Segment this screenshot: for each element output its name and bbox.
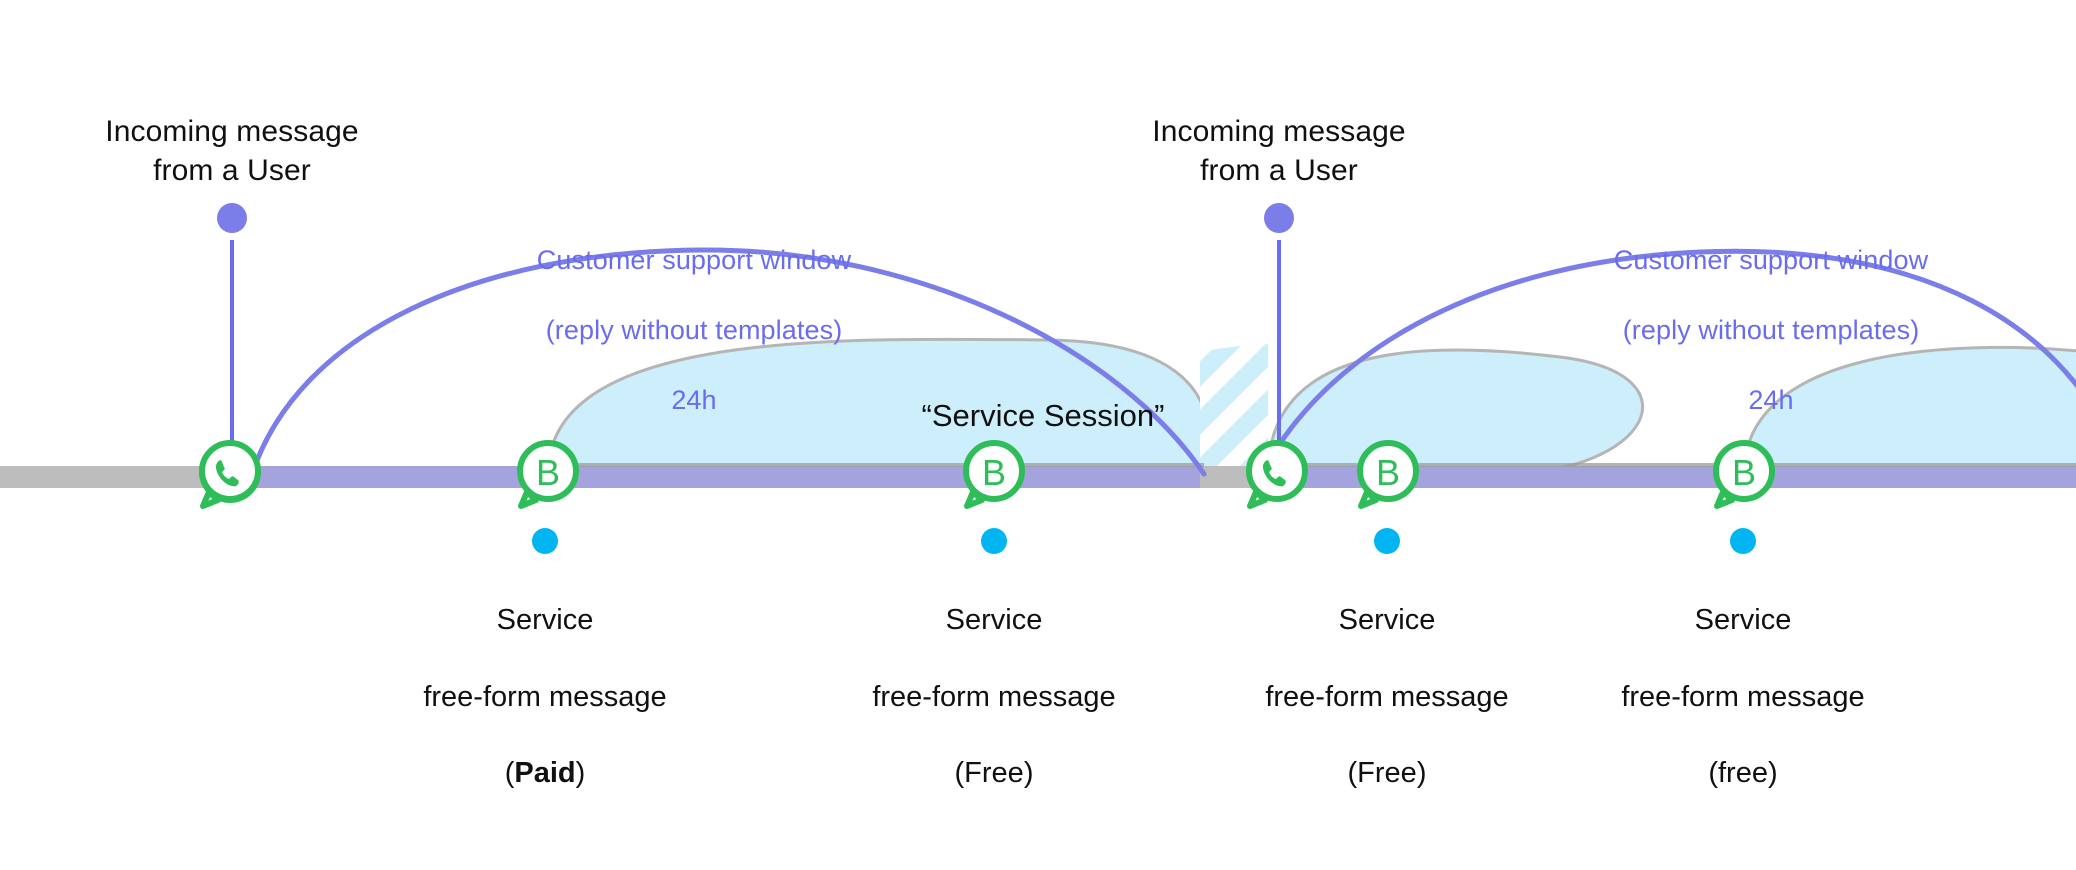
service-message-cost-value: Free	[964, 757, 1024, 790]
timeline-segment-purple-1	[228, 466, 1204, 488]
timeline-topline-1	[548, 463, 1204, 467]
whatsapp-icon[interactable]	[197, 440, 263, 510]
whatsapp-icon[interactable]	[1244, 440, 1310, 510]
svg-text:B: B	[982, 452, 1006, 493]
service-message-cost-value: free	[1718, 757, 1768, 790]
service-message-line1: Service	[496, 604, 594, 637]
svg-text:B: B	[1376, 452, 1400, 493]
whatsapp-business-icon[interactable]: B	[515, 440, 581, 510]
service-message-cost-value: Free	[1357, 757, 1417, 790]
support-window-arc-1	[249, 247, 1207, 477]
service-session-region-2	[1266, 348, 1644, 476]
service-session-label: “Service Session”	[921, 398, 1165, 433]
service-message-line2: free-form message	[423, 680, 667, 713]
timeline-segment-purple-2	[1272, 466, 2076, 488]
support-window-subtitle: (reply without templates)	[545, 315, 843, 346]
service-dot-2	[981, 528, 1007, 554]
whatsapp-business-icon[interactable]: B	[1711, 440, 1777, 510]
support-window-subtitle: (reply without templates)	[1622, 315, 1920, 346]
service-message-line1: Service	[1338, 604, 1436, 637]
service-message-label: Service free-form message (Paid)	[345, 563, 745, 831]
service-dot-4	[1730, 528, 1756, 554]
service-dot-1	[532, 528, 558, 554]
timeline-topline-2	[1268, 463, 2076, 467]
support-window-duration: 24h	[671, 385, 717, 416]
incoming-dot-1	[217, 203, 247, 233]
whatsapp-business-icon[interactable]: B	[1355, 440, 1421, 510]
svg-text:B: B	[1732, 452, 1756, 493]
whatsapp-business-icon[interactable]: B	[961, 440, 1027, 510]
service-message-label: Service free-form message (free)	[1543, 563, 1943, 831]
service-message-line2: free-form message	[872, 680, 1116, 713]
support-window-title: Customer support window	[1613, 245, 1929, 276]
service-message-line2: free-form message	[1265, 680, 1509, 713]
hatched-gap-region	[1200, 344, 1268, 474]
service-message-label: Service free-form message (Free)	[1187, 563, 1587, 831]
service-message-label: Service free-form message (Free)	[794, 563, 1194, 831]
service-message-cost: (Paid)	[504, 757, 586, 790]
support-window-label: Customer support window (reply without t…	[444, 208, 944, 454]
svg-text:B: B	[536, 452, 560, 493]
support-window-label: Customer support window (reply without t…	[1521, 208, 2021, 454]
support-window-duration: 24h	[1748, 385, 1794, 416]
service-dot-3	[1374, 528, 1400, 554]
timeline-segment-gray-left	[0, 466, 232, 488]
service-message-cost: (free)	[1708, 757, 1778, 790]
service-message-cost: (Free)	[1347, 757, 1427, 790]
incoming-message-label: Incoming message from a User	[1152, 115, 1406, 187]
service-session-region-3	[1742, 345, 2076, 475]
incoming-message-label: Incoming message from a User	[105, 115, 359, 187]
service-message-cost: (Free)	[954, 757, 1034, 790]
service-message-line2: free-form message	[1621, 680, 1865, 713]
support-window-arc-2	[1259, 248, 2076, 477]
incoming-dot-2	[1264, 203, 1294, 233]
service-message-cost-value: Paid	[514, 757, 576, 790]
support-window-title: Customer support window	[536, 245, 852, 276]
service-message-line1: Service	[945, 604, 1043, 637]
service-message-line1: Service	[1694, 604, 1792, 637]
